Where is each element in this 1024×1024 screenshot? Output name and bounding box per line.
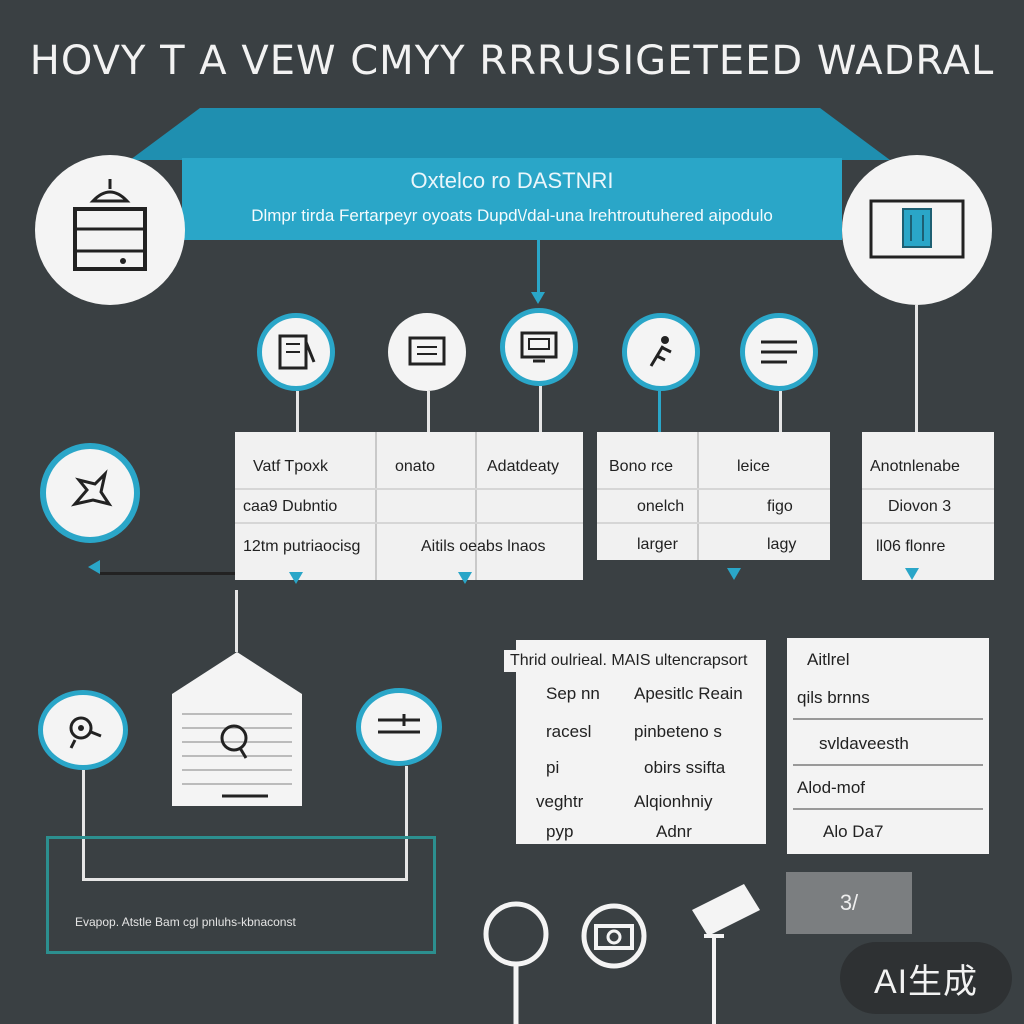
house-document[interactable]: [172, 652, 302, 806]
table-left: Vatf Tpoxk onato Adatdeaty caa9 Dubntio …: [235, 432, 583, 580]
star-icon: [70, 469, 113, 507]
printer-node[interactable]: [35, 155, 185, 305]
page-title: HOVY T A VEW CMYY RRRUSIGETEED WADRAL: [29, 38, 995, 84]
magnifier-icon: [483, 901, 549, 1024]
table-left-cell: Vatf Tpoxk: [253, 458, 328, 475]
table-middle-cell: leice: [737, 458, 770, 475]
panel-right: Aitlrel qils brnns svldaveesth Alod-mof …: [787, 638, 989, 854]
panel-item: Apesitlc Reain: [634, 684, 743, 703]
list-icon: [761, 340, 797, 364]
banner-roof: [130, 108, 890, 160]
banner-subtext: Dlmpr tirda Fertarpeyr oyoats Dupd\/dal-…: [251, 206, 773, 225]
panel-item: Aitlrel: [807, 650, 850, 669]
table-left-cell: onato: [395, 458, 436, 475]
table-middle-cell: larger: [637, 536, 678, 553]
printer-icon: [73, 179, 147, 271]
caption-box: Evapop. Atstle Bam cgl pnluhs-kbnaconst: [46, 836, 436, 954]
screen-icon: [520, 331, 558, 363]
camera-icon: [581, 903, 647, 969]
table-right-cell: Diovon 3: [888, 498, 952, 515]
table-middle-cell: lagy: [767, 536, 797, 553]
banner-heading: Oxtelco ro DASTNRI: [410, 168, 614, 193]
page-counter: 3/: [786, 872, 912, 934]
monitor-node[interactable]: [842, 155, 992, 305]
table-middle-cell: onelch: [637, 498, 685, 515]
table-left-cell: Adatdeaty: [487, 458, 560, 475]
ai-generated-badge: AI生成: [840, 942, 1012, 1014]
terminal-node[interactable]: [388, 313, 466, 391]
table-right-cell: ll06 flonre: [876, 538, 946, 555]
panel-item: racesl: [546, 722, 592, 741]
document-icon: [278, 334, 316, 370]
document-node[interactable]: [257, 313, 335, 391]
panel-item: Alqionhniy: [634, 792, 713, 811]
terminal-icon: [408, 336, 446, 366]
table-left-cell: caa9 Dubntio: [243, 498, 338, 515]
bird-node[interactable]: [38, 690, 128, 770]
monitor-icon: [869, 199, 965, 259]
table-middle-cell: Bono rce: [609, 458, 674, 475]
page-counter-label: 3/: [839, 890, 859, 915]
panel-item: pi: [546, 758, 560, 777]
panel-center: Thrid oulrieal. MAIS ultencrapsort Sep n…: [504, 640, 766, 844]
table-right: Anotnlenabe Diovon 3 ll06 flonre: [862, 432, 994, 580]
panel-item: qils brnns: [797, 688, 870, 707]
panel-center-header: Thrid oulrieal. MAIS ultencrapsort: [504, 650, 754, 672]
panel-item: pinbeteno s: [634, 722, 722, 741]
panel-item: Alod-mof: [797, 778, 866, 797]
list-node[interactable]: [740, 313, 818, 391]
panel-item: svldaveesth: [819, 734, 909, 753]
panel-item: Alo Da7: [823, 822, 884, 841]
table-left-cell: 12tm putriaocisg: [243, 538, 361, 555]
star-node[interactable]: [40, 443, 140, 543]
runner-icon: [649, 336, 672, 367]
bird-icon: [69, 716, 102, 749]
table-middle: Bono rce leice onelch figo larger lagy: [597, 432, 830, 560]
panel-item: pyp: [546, 822, 574, 841]
runner-node[interactable]: [622, 313, 700, 391]
table-middle-cell: figo: [767, 498, 793, 515]
table-left-cell: Aitils oeabs lnaos: [421, 538, 546, 555]
panel-item: Sep nn: [546, 684, 600, 703]
table-right-cell: Anotnlenabe: [870, 458, 960, 475]
banner: Oxtelco ro DASTNRI Dlmpr tirda Fertarpey…: [182, 158, 842, 240]
panel-item: Adnr: [656, 822, 692, 841]
panel-item: veghtr: [536, 792, 584, 811]
bottom-caption: Evapop. Atstle Bam cgl pnluhs-kbnaconst: [75, 915, 296, 929]
screen-node[interactable]: [500, 308, 578, 386]
slider-icon: [378, 714, 420, 734]
sign-icon: [692, 884, 760, 1024]
panel-item: obirs ssifta: [644, 758, 726, 777]
slider-node[interactable]: [356, 688, 442, 766]
